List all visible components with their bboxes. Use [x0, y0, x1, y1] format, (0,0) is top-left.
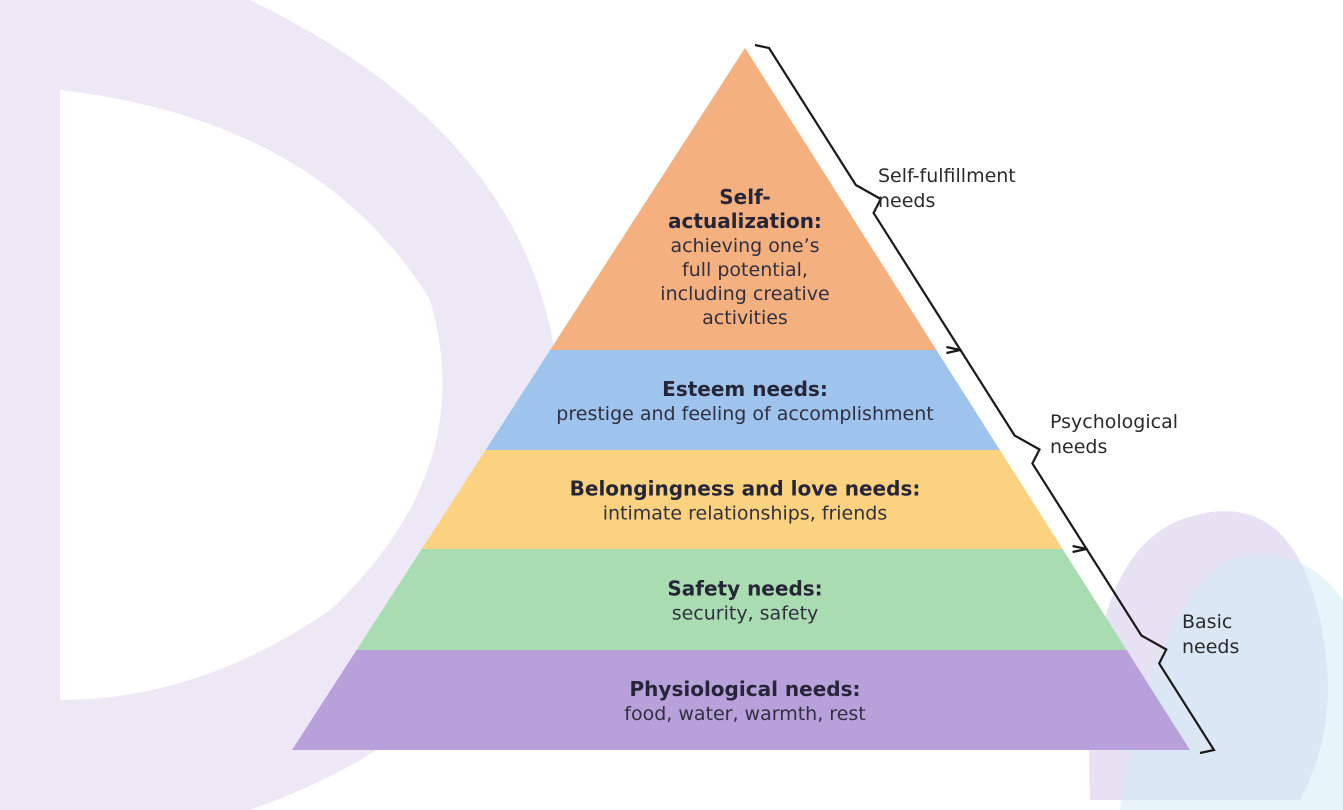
- level-title: Physiological needs:: [630, 677, 861, 701]
- level-description: food, water, warmth, rest: [624, 703, 865, 725]
- group-label: needs: [878, 190, 935, 212]
- group-label: Self-fulfillment: [878, 165, 1016, 187]
- group-label: needs: [1182, 636, 1239, 658]
- level-band: [550, 48, 937, 350]
- level-title: actualization:: [668, 209, 822, 233]
- level-title: Safety needs:: [667, 577, 822, 601]
- pyramid-level-belongingness: Belongingness and love needs:intimate re…: [421, 450, 1063, 549]
- level-band: [356, 549, 1127, 650]
- level-title: Belongingness and love needs:: [570, 477, 921, 501]
- level-title: Esteem needs:: [662, 377, 828, 401]
- bracket-group-basic: Basic needs: [1072, 544, 1239, 755]
- pyramid-level-safety: Safety needs:security, safety: [356, 549, 1127, 650]
- level-description: activities: [702, 307, 788, 329]
- pyramid-level-physiological: Physiological needs:food, water, warmth,…: [292, 650, 1190, 750]
- bracket-line: [1072, 544, 1216, 755]
- group-label: Basic: [1182, 611, 1232, 633]
- level-description: achieving one’s: [670, 235, 819, 257]
- level-description: security, safety: [672, 603, 819, 625]
- group-brackets: Self-fulfillmentneedsPsychologicalneedsB…: [754, 43, 1239, 755]
- level-description: full potential,: [682, 259, 808, 281]
- group-label: Psychological: [1050, 411, 1178, 433]
- level-band: [485, 350, 1000, 450]
- level-band: [421, 450, 1063, 549]
- level-band: [292, 650, 1190, 750]
- level-title: Self-: [719, 185, 770, 209]
- pyramid-level-esteem: Esteem needs:prestige and feeling of acc…: [485, 350, 1000, 450]
- bracket-group-self-fulfillment: Self-fulfillment needs: [754, 43, 1016, 355]
- level-description: prestige and feeling of accomplishment: [556, 403, 933, 425]
- level-description: including creative: [660, 283, 829, 305]
- level-description: intimate relationships, friends: [603, 503, 888, 525]
- group-label: needs: [1050, 436, 1107, 458]
